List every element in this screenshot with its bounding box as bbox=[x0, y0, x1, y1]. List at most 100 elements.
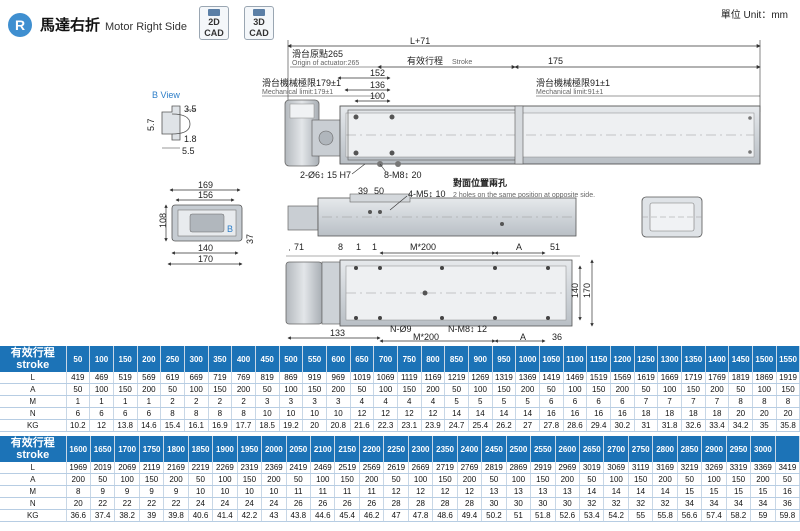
table-cell: 6 bbox=[113, 407, 138, 420]
table-cell: 919 bbox=[302, 372, 327, 384]
stroke-value: 2250 bbox=[383, 436, 409, 462]
table-cell: 57.4 bbox=[701, 509, 727, 522]
hole-n9-label: N-Ø9 bbox=[390, 324, 412, 334]
table-cell: 34 bbox=[701, 497, 727, 510]
stroke-value: 500 bbox=[279, 346, 304, 372]
table-cell: 51.8 bbox=[530, 509, 556, 522]
dim-37: 37 bbox=[245, 234, 255, 244]
dim-5-7: 5.7 bbox=[146, 118, 156, 131]
table-cell: 11 bbox=[286, 485, 312, 498]
table-cell: 100 bbox=[89, 383, 114, 396]
stroke-value: 2750 bbox=[628, 436, 654, 462]
technical-drawing: L+71 滑台原點265 Origin of actuator:265 有效行程… bbox=[146, 36, 761, 343]
stroke-value: 2800 bbox=[652, 436, 678, 462]
table-cell: 49.4 bbox=[457, 509, 483, 522]
table-cell: 2969 bbox=[555, 462, 581, 474]
rear-view-right bbox=[641, 196, 703, 238]
table-cell: 1819 bbox=[728, 372, 753, 384]
table-cell: 3419 bbox=[775, 462, 800, 474]
stroke-value bbox=[775, 436, 800, 462]
table-cell: 10 bbox=[302, 407, 327, 420]
table-cell: 26 bbox=[334, 497, 360, 510]
table-cell: 12 bbox=[432, 485, 458, 498]
table-cell: 100 bbox=[279, 383, 304, 396]
table-cell: 26 bbox=[310, 497, 336, 510]
front-view-left: 169 156 108 B 37 140 170 bbox=[158, 180, 255, 266]
stroke-value: 1450 bbox=[728, 346, 753, 372]
stroke-value: 400 bbox=[231, 346, 256, 372]
dim-108: 108 bbox=[158, 213, 168, 228]
hole-nm8-label: N-M8↕ 12 bbox=[448, 324, 487, 334]
table-cell: 8 bbox=[184, 407, 209, 420]
stroke-value: 2300 bbox=[408, 436, 434, 462]
cad-3d-label-2: CAD bbox=[249, 28, 269, 38]
table-cell: 28 bbox=[432, 497, 458, 510]
table-cell: 1269 bbox=[468, 372, 493, 384]
table-cell: 100 bbox=[603, 473, 629, 486]
table-cell: 5 bbox=[492, 395, 517, 408]
table-cell: 2919 bbox=[530, 462, 556, 474]
table-cell: 22 bbox=[139, 497, 165, 510]
table-cell: 9 bbox=[90, 485, 116, 498]
table-cell: 150 bbox=[726, 473, 752, 486]
table-cell: 200 bbox=[457, 473, 483, 486]
table-cell: 2769 bbox=[457, 462, 483, 474]
table-cell: 2719 bbox=[432, 462, 458, 474]
table-cell: 200 bbox=[163, 473, 189, 486]
stroke-value: 350 bbox=[208, 346, 233, 372]
stroke-value: 1600 bbox=[66, 436, 91, 462]
row-label: N bbox=[0, 497, 67, 510]
table-cell: 12 bbox=[408, 485, 434, 498]
table-cell: 1969 bbox=[66, 462, 91, 474]
table-cell: 11 bbox=[334, 485, 360, 498]
table-cell: 1669 bbox=[657, 372, 682, 384]
table-cell: 3219 bbox=[677, 462, 703, 474]
table-cell: 35 bbox=[752, 419, 777, 432]
b-view: B View 3.5 5.7 1.8 5.5 bbox=[146, 90, 197, 156]
table-cell: 36 bbox=[775, 497, 800, 510]
dim-175: 175 bbox=[548, 56, 563, 66]
table-cell: 50 bbox=[481, 473, 507, 486]
table-cell: 34 bbox=[677, 497, 703, 510]
table-cell: 12 bbox=[373, 407, 398, 420]
table-cell: 18 bbox=[681, 407, 706, 420]
mech-limit-left-cn: 滑台機械極限179±1 bbox=[262, 77, 341, 88]
table-cell: 200 bbox=[610, 383, 635, 396]
hole-m8-label: 8-M8↕ 20 bbox=[384, 170, 422, 180]
dim-39: 39 bbox=[358, 186, 368, 196]
table-cell: 5 bbox=[468, 395, 493, 408]
dim-origin-cn: 滑台原點265 bbox=[292, 48, 343, 59]
table-cell: 150 bbox=[530, 473, 556, 486]
table-cell: 869 bbox=[279, 372, 304, 384]
table-cell: 2269 bbox=[212, 462, 238, 474]
table-cell: 50 bbox=[383, 473, 409, 486]
stroke-value: 1850 bbox=[188, 436, 214, 462]
table-cell: 1419 bbox=[539, 372, 564, 384]
dim-136: 136 bbox=[370, 80, 385, 90]
table-cell: 100 bbox=[212, 473, 238, 486]
stroke-value: 1950 bbox=[237, 436, 263, 462]
table-cell: 150 bbox=[776, 383, 800, 396]
row-label: M bbox=[0, 485, 67, 498]
table-cell: 30 bbox=[530, 497, 556, 510]
table-cell: 50 bbox=[775, 473, 800, 486]
table-cell: 50 bbox=[66, 383, 91, 396]
table-cell: 150 bbox=[432, 473, 458, 486]
row-label: A bbox=[0, 473, 67, 486]
dim-5-5: 5.5 bbox=[182, 146, 195, 156]
table-cell: 150 bbox=[113, 383, 138, 396]
table-cell: 22.3 bbox=[373, 419, 398, 432]
top-view-bottom: 71 8 1 1 M*200 A 51 140 170 133 N-Ø9 N-M… bbox=[285, 242, 594, 343]
table-cell: 4 bbox=[421, 395, 446, 408]
table-cell: 50 bbox=[350, 383, 375, 396]
stroke-value: 2650 bbox=[579, 436, 605, 462]
table-cell: 10 bbox=[261, 485, 287, 498]
